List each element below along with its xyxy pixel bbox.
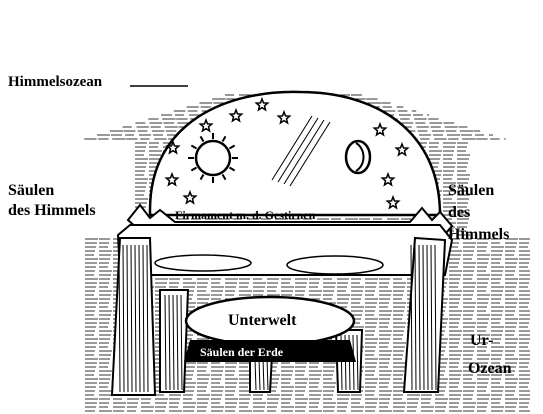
label-underworld: Unterwelt — [228, 312, 297, 329]
label-primal-ocean-2: Ozean — [468, 360, 512, 377]
underworld-base — [184, 340, 356, 362]
firmament-dome — [148, 90, 442, 217]
star-icon — [182, 189, 198, 205]
label-primal-ocean-1: Ur- — [470, 332, 494, 349]
star-icon — [198, 117, 214, 133]
star-icon — [276, 109, 292, 125]
label-pillars-heaven-left-1: Säulen — [8, 182, 55, 199]
stars — [164, 96, 410, 210]
star-icon — [254, 96, 270, 112]
star-icon — [372, 121, 388, 137]
label-sky-ocean: Himmelsozean — [8, 74, 103, 90]
moon-icon — [344, 139, 372, 175]
label-pillars-earth: Säulen der Erde — [200, 345, 284, 359]
pillar-bark-hatching — [118, 244, 437, 393]
right-lake — [286, 255, 384, 275]
sun-icon — [188, 133, 238, 183]
star-icon — [164, 171, 180, 187]
milky-way — [271, 115, 331, 187]
label-firmament: Firmament m. d. Gestirnen — [175, 208, 316, 222]
label-pillars-heaven-right-3: Himmels — [448, 226, 510, 243]
star-icon — [228, 107, 244, 123]
star-icon — [380, 171, 396, 187]
label-pillars-heaven-right-2: des — [448, 204, 471, 221]
label-pillars-heaven-right-1: Säulen — [448, 182, 495, 199]
pillar-left — [110, 237, 157, 396]
star-icon — [165, 139, 181, 155]
star-icon — [385, 194, 401, 210]
left-lake — [154, 254, 252, 272]
label-pillars-heaven-left-2: des Himmels — [8, 202, 96, 219]
star-icon — [394, 141, 410, 157]
